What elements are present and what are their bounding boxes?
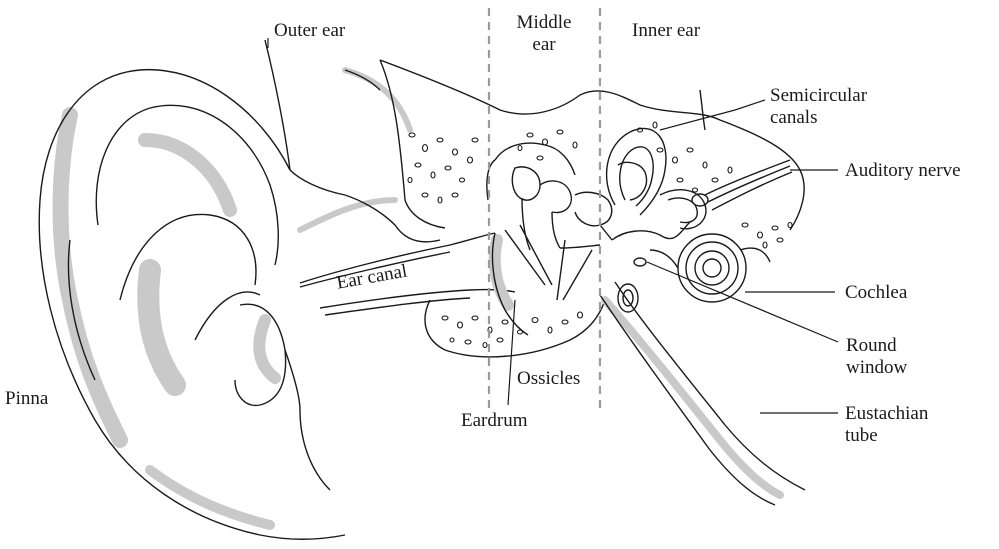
label-cochlea: Cochlea	[845, 282, 907, 304]
label-round-window-line2: window	[846, 357, 907, 379]
label-inner-ear: Inner ear	[632, 20, 700, 42]
label-middle-ear-line1: Middle	[500, 12, 588, 34]
label-eustachian-tube: Eustachian tube	[845, 403, 928, 447]
label-semicircular-line2: canals	[770, 107, 867, 129]
label-pinna: Pinna	[5, 388, 48, 410]
label-ossicles: Ossicles	[517, 368, 580, 390]
label-auditory-nerve: Auditory nerve	[845, 160, 961, 182]
label-eardrum: Eardrum	[461, 410, 527, 432]
temporal-bone-drawing	[345, 60, 804, 357]
middle-ear-drawing	[487, 143, 612, 335]
leader-semicircular	[660, 110, 735, 130]
label-eustachian-line1: Eustachian	[845, 403, 928, 425]
label-middle-ear-line2: ear	[500, 34, 588, 56]
leader-round-window	[647, 262, 838, 342]
inner-ear-drawing	[607, 128, 792, 302]
label-round-window: Round window	[846, 335, 907, 379]
label-semicircular-canals: Semicircular canals	[770, 85, 867, 129]
label-semicircular-line1: Semicircular	[770, 85, 867, 107]
label-eustachian-line2: tube	[845, 425, 928, 447]
label-round-window-line1: Round	[846, 335, 907, 357]
label-outer-ear: Outer ear	[274, 20, 345, 42]
label-middle-ear: Middle ear	[500, 12, 588, 56]
leader-semicircular-b	[735, 100, 765, 110]
